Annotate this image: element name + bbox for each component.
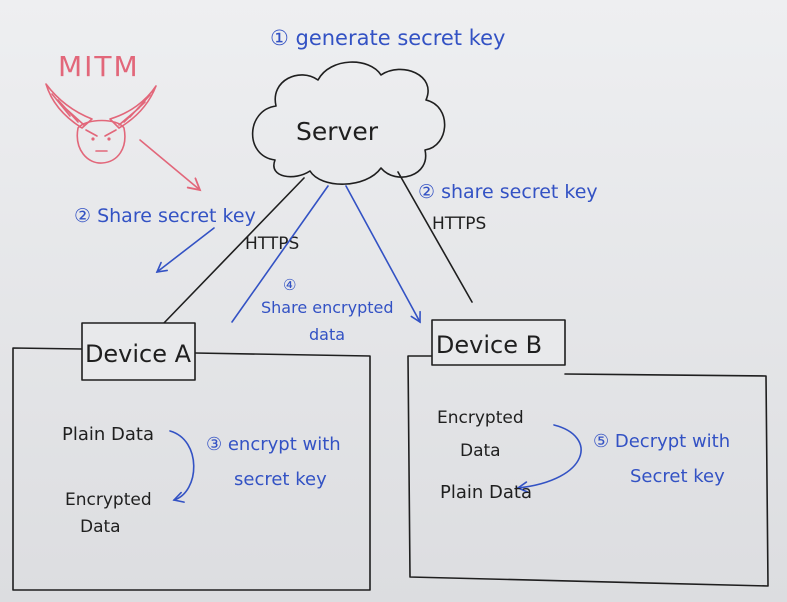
step-decrypt-line2: Secret key <box>630 466 725 487</box>
device-b-label: Device B <box>436 331 542 359</box>
device-a-container: Device A Plain Data Encrypted Data ③ enc… <box>12 322 371 591</box>
step-share-data-line2: data <box>309 325 345 344</box>
mitm-intercept-arrow <box>139 139 202 192</box>
device-a-label-box <box>81 322 196 381</box>
mitm-label: MITM <box>58 50 140 83</box>
https-label-device-b: HTTPS <box>432 214 486 234</box>
device-a-encrypt-arrow <box>169 430 195 503</box>
step-share-key-device-b: ② share secret key <box>418 181 598 203</box>
step-encrypt-line2: secret key <box>234 469 327 490</box>
share-key-arrow-device-a <box>155 227 215 274</box>
step-share-key-device-a: ② Share secret key <box>74 205 256 227</box>
server-label: Server <box>296 117 379 146</box>
step-generate-key: ① generate secret key <box>270 26 505 50</box>
devil-face-icon <box>45 83 157 164</box>
device-a-label: Device A <box>85 340 192 368</box>
step-share-data-line1: Share encrypted <box>261 298 394 317</box>
device-b-label-box <box>431 319 566 366</box>
https-link-device-b <box>397 171 473 303</box>
device-b-encrypted-line2: Data <box>460 441 501 461</box>
https-link-device-a <box>162 177 305 325</box>
server-cloud: Server <box>251 61 446 185</box>
share-data-arrow-device-b <box>345 185 421 324</box>
device-b-encrypted-line1: Encrypted <box>437 408 524 428</box>
step-decrypt-line1: ⑤ Decrypt with <box>593 431 730 452</box>
device-b-container: Device B Encrypted Data Plain Data ⑤ Dec… <box>407 319 769 587</box>
device-a-encrypted-line1: Encrypted <box>65 490 152 510</box>
share-data-line-device-a <box>231 185 329 323</box>
device-a-encrypted-line2: Data <box>80 517 121 537</box>
step-share-data-number: ④ <box>283 276 296 294</box>
step-encrypt-line1: ③ encrypt with <box>206 434 341 455</box>
https-label-device-a: HTTPS <box>245 234 299 254</box>
device-b-plain-data: Plain Data <box>440 482 532 503</box>
device-b-decrypt-arrow <box>516 424 582 493</box>
device-a-plain-data: Plain Data <box>62 424 154 445</box>
